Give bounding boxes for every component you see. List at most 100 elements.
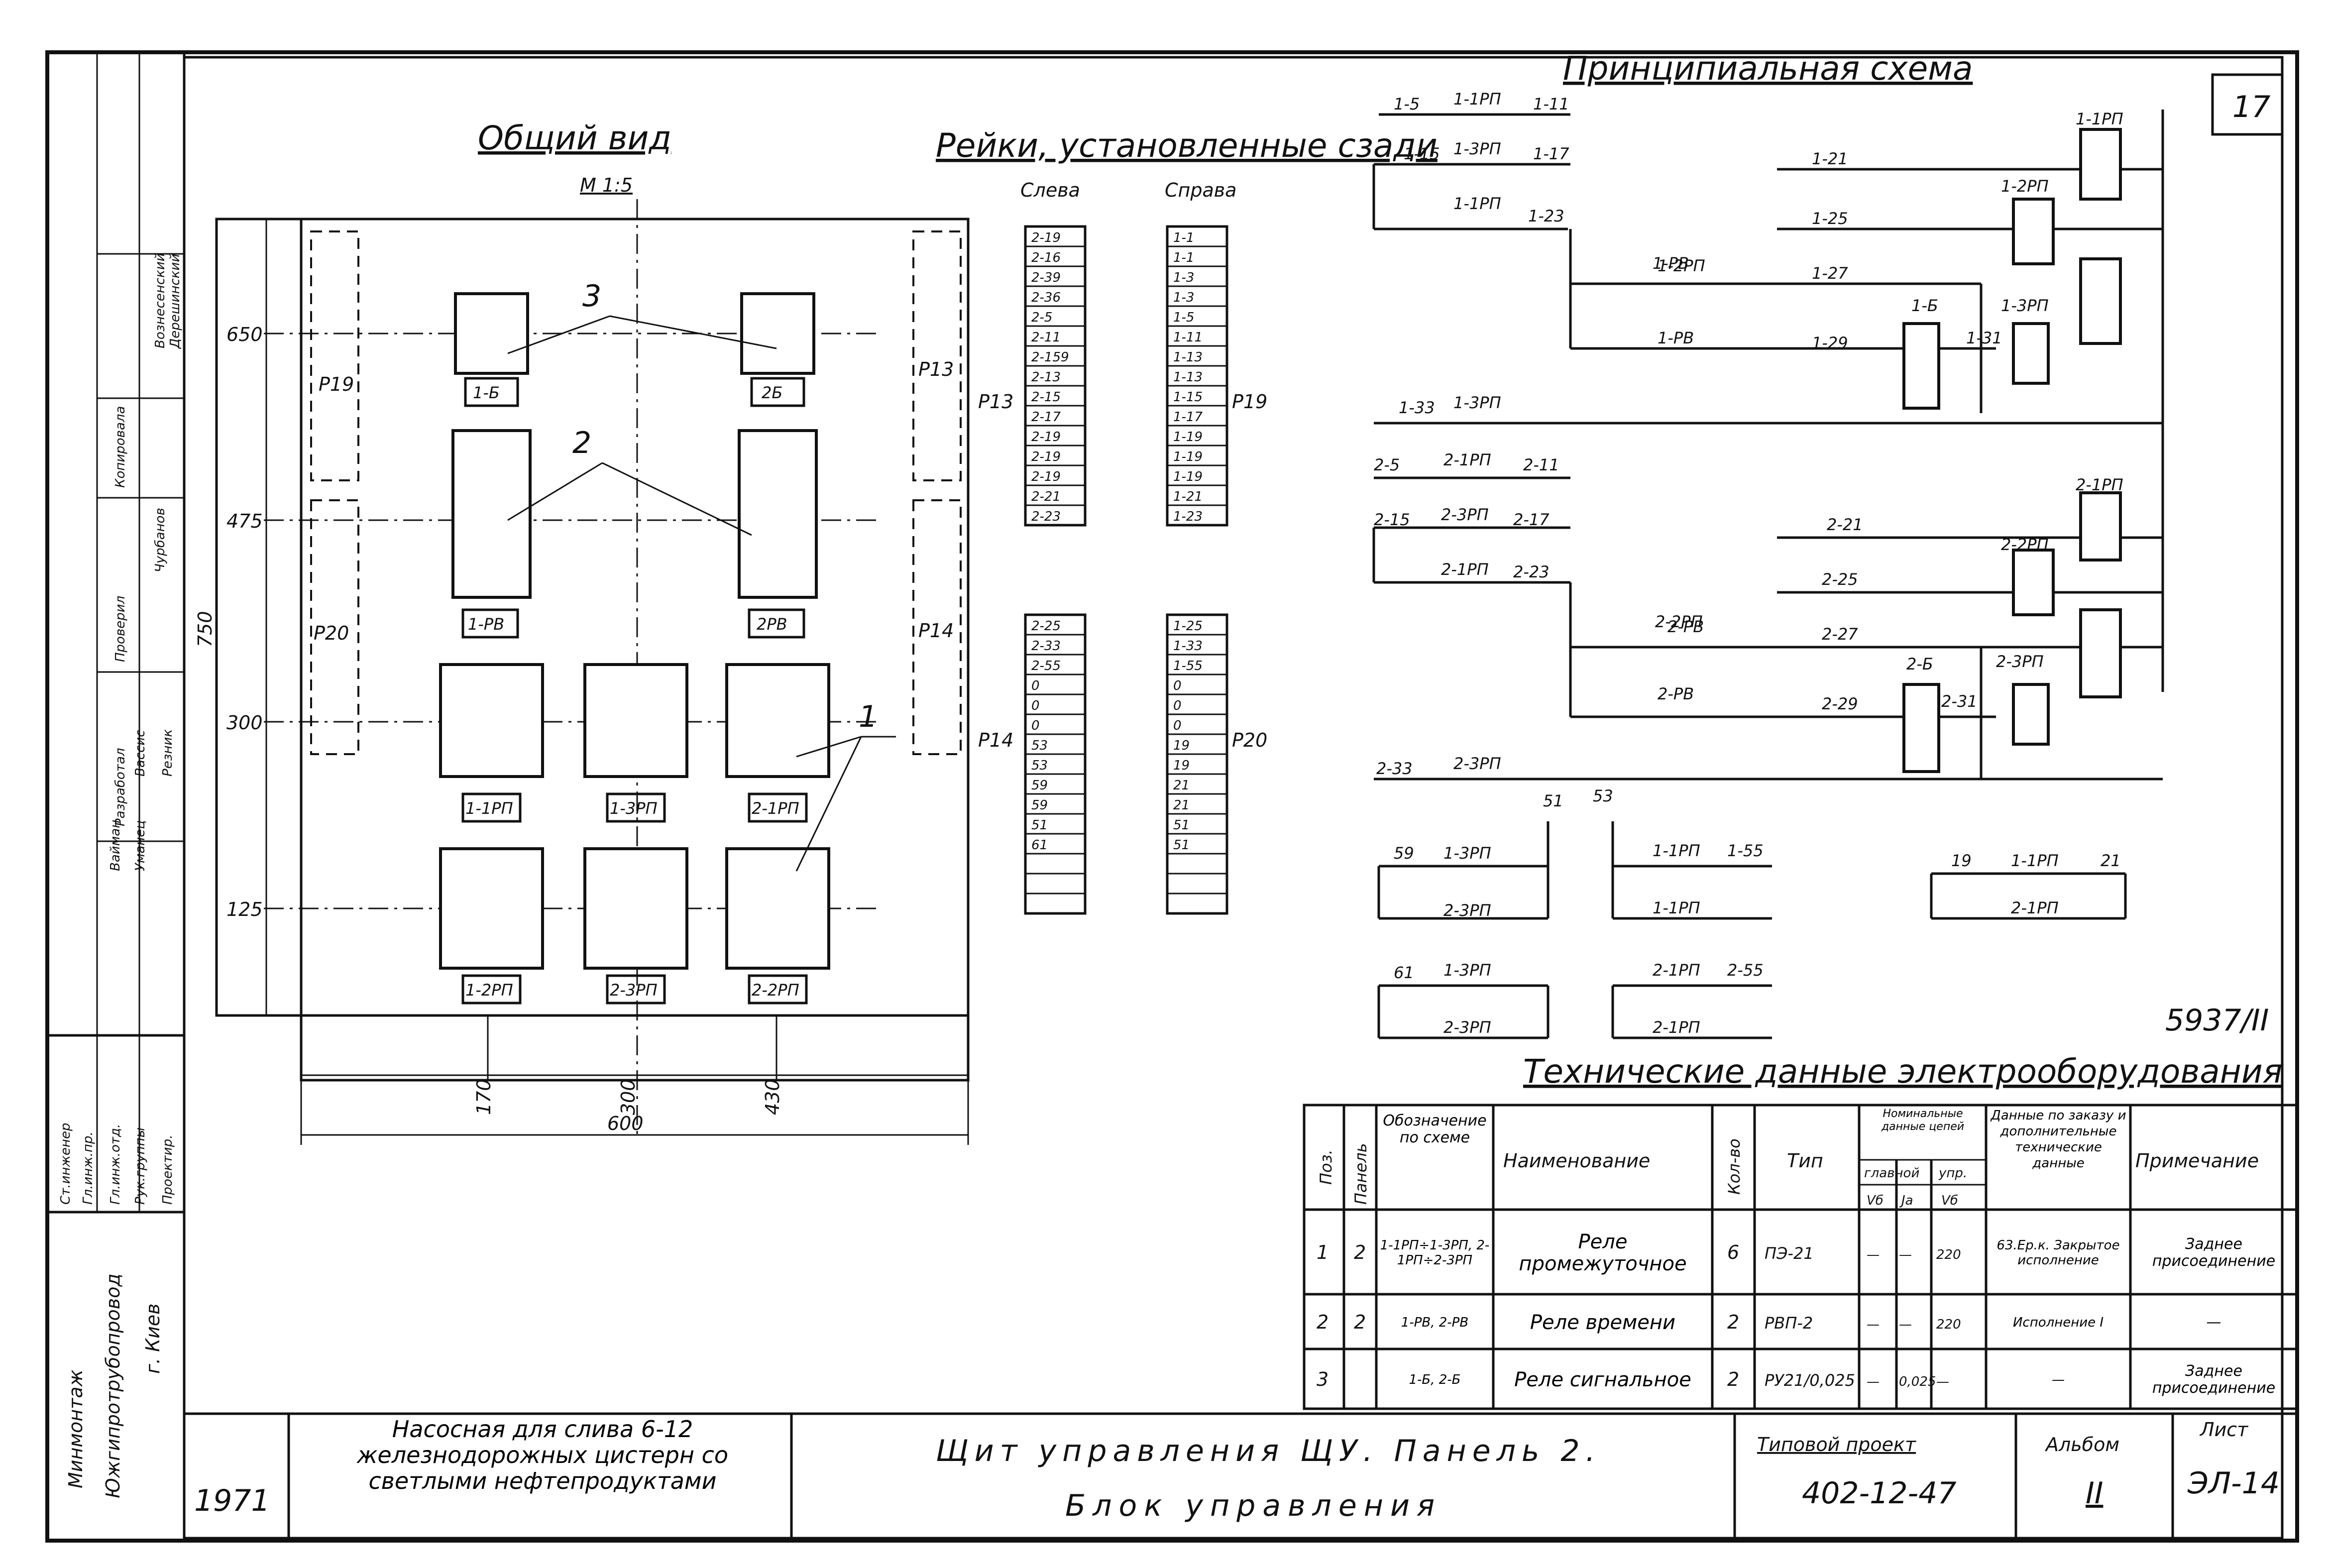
schematic-label: 1-3РП — [1443, 844, 1491, 863]
schematic-label: 1-23 — [1528, 207, 1564, 225]
tech-cell-v2: 220 — [1936, 1247, 1961, 1262]
rail-p20-label: Р20 — [314, 622, 349, 644]
rail-terminal-label: 51 — [1031, 818, 1048, 833]
th-main: главной — [1864, 1166, 1919, 1181]
tech-cell-qty: 2 — [1727, 1368, 1739, 1390]
rail-terminal-label: 2-19 — [1031, 430, 1061, 445]
rail-terminal-label: 0 — [1173, 718, 1182, 733]
tech-cell-qty: 6 — [1727, 1241, 1739, 1263]
sheet-number: 17 — [2232, 90, 2270, 124]
callout-3: 3 — [582, 279, 601, 314]
schematic-label: 1-3РП — [1453, 393, 1501, 412]
schematic-label: 2-1РП — [1443, 450, 1491, 469]
rails-p19: Р19 — [1232, 391, 1267, 413]
rail-terminal-label: 2-5 — [1031, 310, 1052, 325]
device-1b-tag — [464, 377, 519, 407]
rail-terminal-label: 0 — [1031, 678, 1040, 693]
schematic-label: 2-2РП — [1655, 612, 1703, 631]
device-2-1rp — [725, 663, 830, 778]
dim-650: 650 — [226, 324, 263, 345]
dim-600: 600 — [607, 1113, 644, 1134]
rail-terminal-label: 2-16 — [1031, 250, 1061, 265]
rail-terminal-label: 2-23 — [1031, 509, 1061, 524]
tech-cell-designation: 1-Б, 2-Б — [1409, 1372, 1460, 1387]
sheet-label: Лист — [2199, 1419, 2249, 1441]
schematic-lines — [1372, 110, 2164, 1039]
tech-table-grid — [1303, 1104, 2299, 1410]
schematic-label: 1-55 — [1727, 841, 1764, 860]
schematic-label: 2-1РП — [2076, 475, 2123, 494]
rail-terminal-label: 0 — [1031, 698, 1040, 713]
tech-cell-j1: — — [1899, 1247, 1912, 1262]
th-ja: Jа — [1899, 1193, 1913, 1208]
schematic-label: 2-1РП — [1441, 560, 1489, 579]
schematic-label: 2-5 — [1374, 455, 1400, 474]
stamp-name: Вознесенский — [153, 253, 168, 348]
stamp-name: Чурбанов — [153, 508, 168, 572]
stamp-check: Копировала — [113, 406, 128, 488]
device-1-2rp — [439, 847, 544, 970]
stamp-name: Вассис — [133, 730, 148, 777]
schematic-label: 2-3РП — [1441, 505, 1489, 524]
tech-cell-v2: 220 — [1936, 1317, 1961, 1332]
stamp-name: Резник — [160, 729, 175, 777]
device-2-3rp-label: 2-3РП — [610, 981, 658, 1000]
tech-cell-qty: 2 — [1727, 1311, 1739, 1333]
device-2-3rp-tag — [606, 974, 666, 1005]
rail-terminal-label: 1-3 — [1173, 270, 1194, 285]
device-1rv-label: 1-РВ — [468, 615, 504, 634]
tech-cell-panel: 2 — [1354, 1241, 1366, 1263]
callout-leaders — [507, 315, 896, 872]
schematic-label: 1-2РП — [1658, 256, 1705, 275]
th-name: Наименование — [1503, 1150, 1650, 1172]
schematic-label: 1-3РП — [1443, 961, 1491, 980]
title-block-grid — [184, 1412, 2297, 1538]
rail-terminal-label: 21 — [1173, 798, 1190, 813]
device-1b-label: 1-Б — [473, 383, 500, 402]
rails-p14: Р14 — [978, 729, 1013, 751]
dim-170: 170 — [473, 1079, 495, 1115]
rail-p14-outline — [912, 499, 962, 755]
org-2: Южгипротрубопровод — [102, 1273, 124, 1498]
schematic-label: 19 — [1951, 851, 1972, 870]
tech-cell-pos: 1 — [1317, 1241, 1329, 1263]
terminal-rails: 2-192-162-392-362-52-112-1592-132-152-17… — [1024, 225, 1228, 915]
device-1b — [454, 292, 529, 375]
stamp-role: Рук.группы — [133, 1127, 148, 1205]
rail-terminal-label: 1-17 — [1173, 410, 1203, 425]
schematic-label: 2-3РП — [1453, 754, 1501, 773]
rail-terminal-label: 0 — [1031, 718, 1040, 733]
rail-terminal-label: 19 — [1173, 758, 1190, 773]
tech-cell-v2: — — [1936, 1374, 1949, 1389]
device-2rv-label: 2РВ — [757, 615, 787, 634]
schematic-label: 1-1РП — [2011, 851, 2059, 870]
rail-terminal-label: 1-3 — [1173, 290, 1194, 305]
stamp-role: Проектир. — [160, 1135, 175, 1205]
schematic-label: 2-27 — [1822, 625, 1858, 644]
tech-cell-type: ПЭ-21 — [1765, 1244, 1814, 1263]
schematic-title: Принципиальная схема — [1563, 49, 1973, 88]
stamp: 5937/II — [2165, 1003, 2269, 1038]
rail-terminal-label: 1-5 — [1173, 310, 1194, 325]
tech-cell-v1: — — [1867, 1317, 1880, 1332]
year: 1971 — [194, 1483, 270, 1518]
th-vb: Vб — [1867, 1193, 1884, 1208]
th-type: Тип — [1787, 1150, 1823, 1172]
device-1rv-tag — [461, 608, 519, 639]
th-vb2: Vб — [1941, 1193, 1958, 1208]
rail-terminal-label: 2-36 — [1031, 290, 1061, 305]
schematic-label: 2-23 — [1513, 562, 1550, 581]
drawing-title-2: Блок управления — [1065, 1488, 1441, 1523]
device-1-3rp-label: 1-3РП — [610, 799, 658, 818]
th-note: Примечание — [2135, 1150, 2259, 1172]
tech-cell-v1: — — [1867, 1247, 1880, 1262]
rail-p20-outline — [310, 499, 359, 755]
stamp-name: Вайман — [108, 820, 123, 871]
tech-cell-type: РВП-2 — [1765, 1314, 1813, 1333]
rail-terminal-label: 2-25 — [1031, 619, 1061, 634]
schematic-label: 53 — [1593, 786, 1613, 805]
album-label: Альбом — [2044, 1434, 2119, 1456]
drawing-title-1: Щит управления ЩУ. Панель 2. — [936, 1434, 1601, 1468]
rail-terminal-label: 1-55 — [1173, 659, 1203, 673]
